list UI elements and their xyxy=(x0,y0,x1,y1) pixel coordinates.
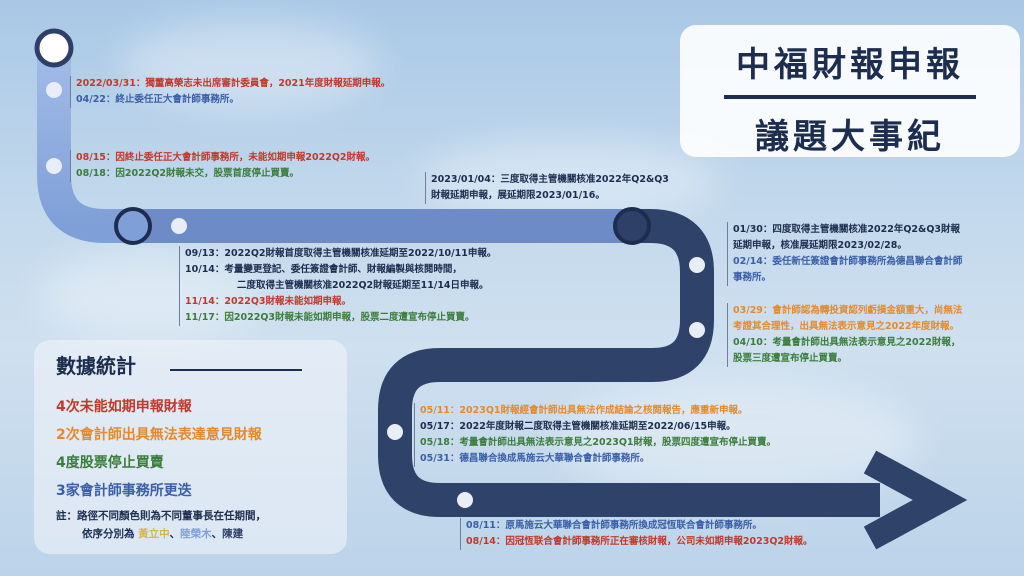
event-item: 10/14：考量變更登記、委任簽證會計師、財報編製與核閱時間， xyxy=(185,264,462,275)
stat-trading-halts: 4度股票停止買賣 xyxy=(56,455,164,471)
event-item: 08/14：因冠恆联合會計師事務所正在審核財報，公司未如期申報2023Q2財報。 xyxy=(466,536,813,547)
event-item: 04/22：終止委任正大會計師事務所。 xyxy=(76,94,239,105)
event-item: 05/31：德昌聯合換成馬施云大華聯合會計師事務所。 xyxy=(420,453,650,464)
event-group: 03/29：會計師認為轉投資認列虧損金額重大，尚無法 考證其合理性，出具無法表示… xyxy=(727,303,962,367)
event-group: 08/15：因終止委任正大會計師事務所，未能如期申報2022Q2財報。 08/1… xyxy=(70,150,375,182)
cloud xyxy=(420,140,720,220)
event-dot xyxy=(457,492,473,508)
event-item: 02/14：委任新任簽證會計師事務所為德昌聯合會計師 xyxy=(733,256,963,267)
event-group: 05/11：2023Q1財報經會計師出具無法作成結論之核閱報告，應重新申報。 0… xyxy=(414,403,776,467)
event-group: 2022/03/31：獨董高榮志未出席審計委員會，2021年度財報延期申報。 0… xyxy=(70,76,390,108)
event-item: 二度取得主管機關核准2022Q2財報延期至11/14日申報。 xyxy=(237,280,489,291)
event-item: 01/30：四度取得主管機關核准2022年Q2&Q3財報 xyxy=(733,224,961,235)
event-item: 05/11：2023Q1財報經會計師出具無法作成結論之核閱報告，應重新申報。 xyxy=(420,405,748,416)
event-group: 09/13：2022Q2財報首度取得主管機關核准延期至2022/10/11申報。… xyxy=(179,246,496,326)
start-node xyxy=(34,28,74,68)
chairman-change-node xyxy=(613,207,651,245)
event-item: 03/29：會計師認為轉投資認列虧損金額重大，尚無法 xyxy=(733,305,963,316)
stats-note-names: 依序分別為 黃立中、陸榮木、陳建 xyxy=(82,526,243,541)
event-item: 股票三度遭宣布停止買賣。 xyxy=(733,353,848,364)
stats-card: 數據統計 4次未能如期申報財報 2次會計師出具無法表達意見財報 4度股票停止買賣… xyxy=(34,340,347,554)
event-item: 05/17：2022年度財報二度取得主管機關核准延期至2022/06/15申報。 xyxy=(420,421,736,432)
chairman-name: 陸榮木 xyxy=(180,528,212,540)
event-group: 02/14：委任新任簽證會計師事務所為德昌聯合會計師 事務所。 xyxy=(727,254,962,286)
cloud xyxy=(40,250,260,340)
event-item: 08/11：原馬施云大華聯合會計師事務所換成冠恆联合會計師事務所。 xyxy=(466,520,762,531)
stats-note: 註：路徑不同顏色則為不同董事長在任期間， xyxy=(56,510,266,522)
event-item: 事務所。 xyxy=(733,272,772,283)
event-group: 08/11：原馬施云大華聯合會計師事務所換成冠恆联合會計師事務所。 08/14：… xyxy=(460,518,813,550)
event-dot xyxy=(387,424,403,440)
event-item: 11/17：因2022Q3財報未能如期申報，股票二度遭宣布停止買賣。 xyxy=(185,312,475,323)
event-item: 延期申報，核准展延期限2023/02/28。 xyxy=(733,240,907,251)
note-prefix: 依序分別為 xyxy=(82,528,139,540)
cloud xyxy=(120,20,380,110)
title-card: 中福財報申報 議題大事紀 xyxy=(680,25,1020,157)
chairman-name: 黃立中 xyxy=(138,528,170,540)
event-dot xyxy=(171,218,187,234)
event-dot xyxy=(689,257,705,273)
event-dot xyxy=(689,322,705,338)
event-item: 09/13：2022Q2財報首度取得主管機關核准延期至2022/10/11申報。 xyxy=(185,248,497,259)
event-item: 考證其合理性，出具無法表示意見之2022年度財報。 xyxy=(733,321,959,332)
cloud xyxy=(560,380,920,500)
event-item: 11/14：2022Q3財報未能如期申報。 xyxy=(185,296,352,307)
stats-divider xyxy=(170,369,302,371)
event-item: 2022/03/31：獨董高榮志未出席審計委員會，2021年度財報延期申報。 xyxy=(76,78,391,89)
event-item: 財報延期申報，展延期限2023/01/16。 xyxy=(431,190,605,201)
title-divider xyxy=(724,95,976,99)
event-dot xyxy=(46,158,62,174)
page-title: 中福財報申報 xyxy=(736,45,964,85)
event-item: 08/15：因終止委任正大會計師事務所，未能如期申報2022Q2財報。 xyxy=(76,152,376,163)
page-subtitle: 議題大事紀 xyxy=(755,117,945,157)
event-dot xyxy=(46,82,62,98)
stats-title: 數據統計 xyxy=(56,354,136,378)
chairman-name: 陳建 xyxy=(222,528,244,540)
chairman-change-node xyxy=(114,207,152,245)
stat-disclaimer-opinions: 2次會計師出具無法表達意見財報 xyxy=(56,427,262,443)
event-item: 2023/01/04：三度取得主管機關核准2022年Q2&Q3 xyxy=(431,174,669,185)
event-item: 05/18：考量會計師出具無法表示意見之2023Q1財報，股票四度遭宣布停止買賣… xyxy=(420,437,777,448)
event-group: 01/30：四度取得主管機關核准2022年Q2&Q3財報 延期申報，核准展延期限… xyxy=(727,222,960,254)
event-item: 04/10：考量會計師出具無法表示意見之2022財報， xyxy=(733,337,961,348)
separator: 、 xyxy=(211,528,223,540)
event-group: 2023/01/04：三度取得主管機關核准2022年Q2&Q3 財報延期申報，展… xyxy=(425,172,669,204)
stat-late-filings: 4次未能如期申報財報 xyxy=(56,399,192,415)
event-item: 08/18：因2022Q2財報未交，股票首度停止買賣。 xyxy=(76,168,300,179)
stat-auditor-changes: 3家會計師事務所更迭 xyxy=(56,483,192,499)
separator: 、 xyxy=(169,528,181,540)
